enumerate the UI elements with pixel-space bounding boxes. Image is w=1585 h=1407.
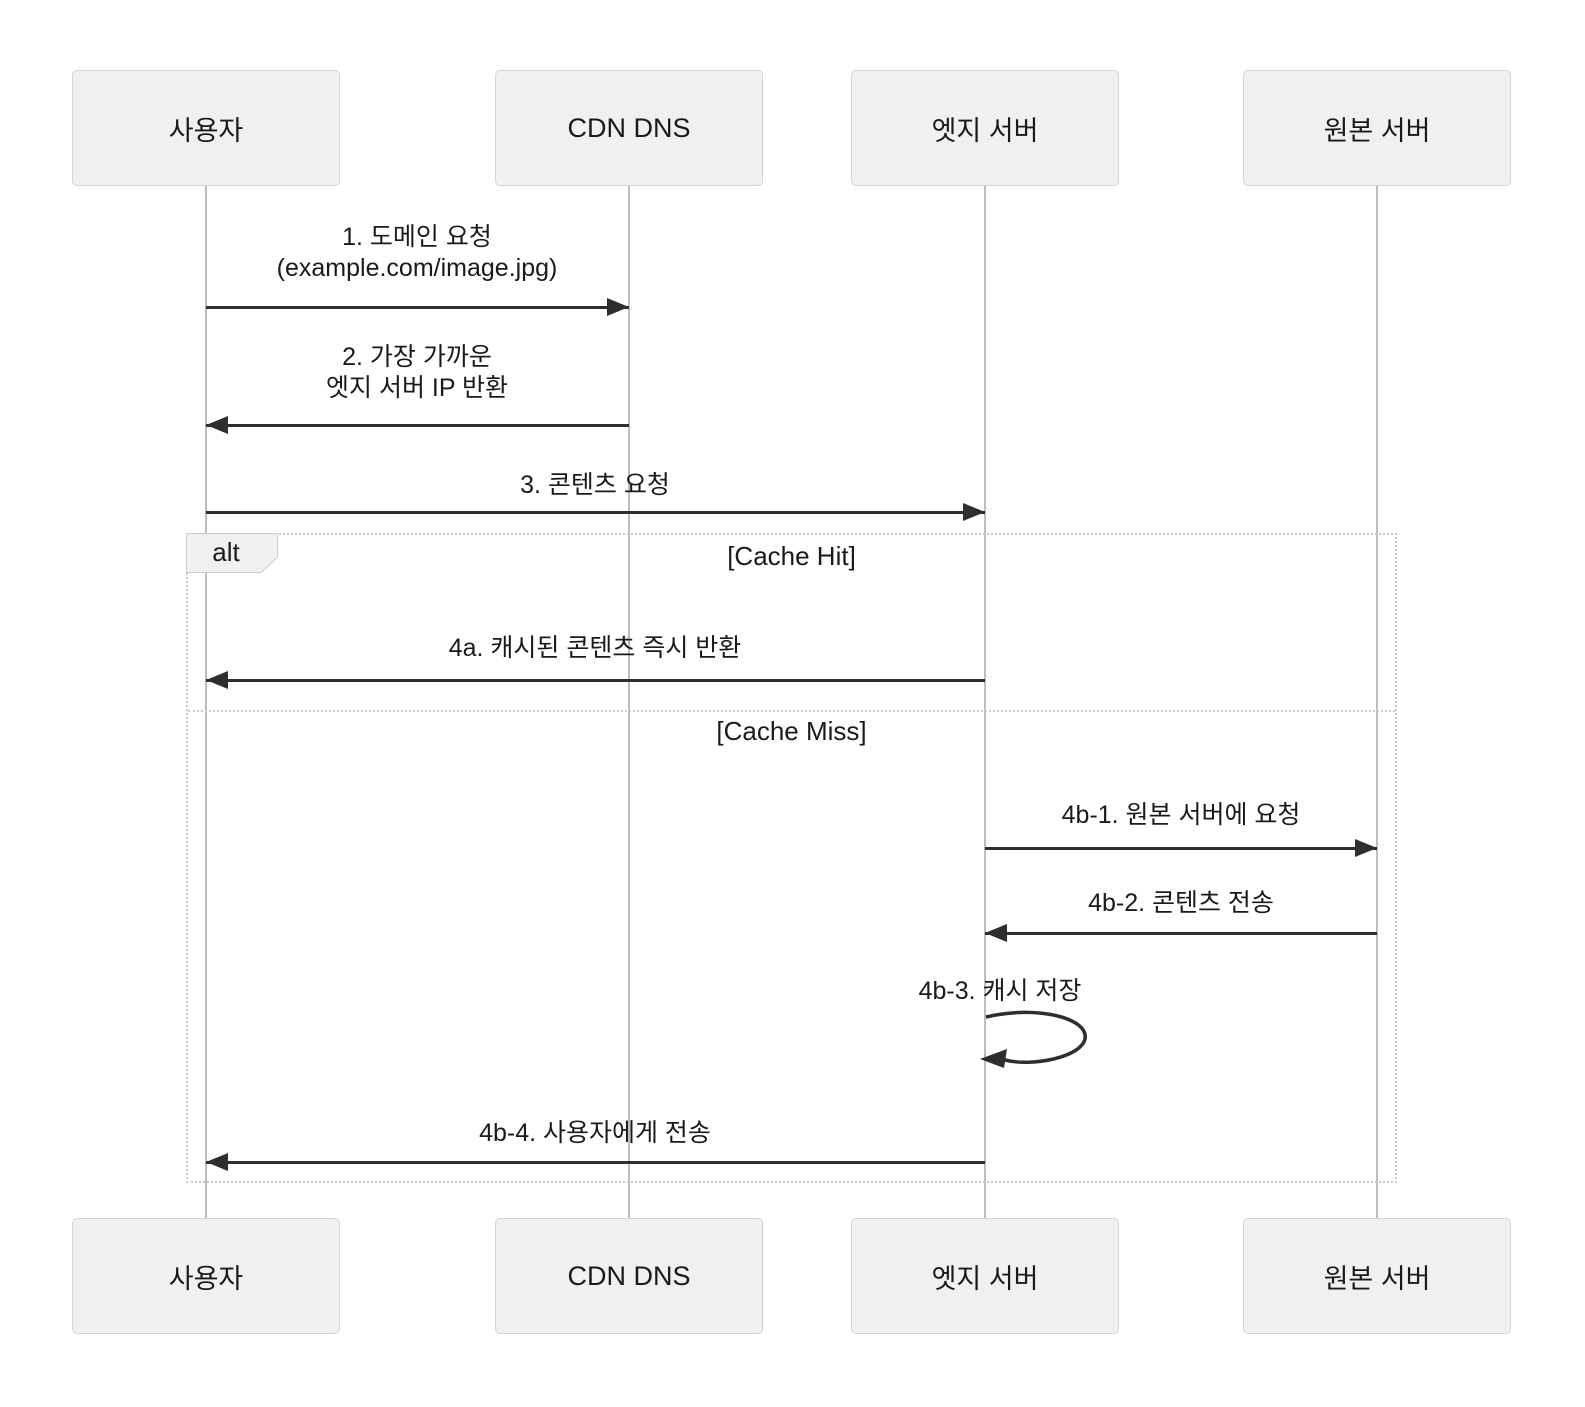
cache-miss-condition-label: [Cache Miss]: [716, 716, 867, 746]
message-4b4-label: 4b-4. 사용자에게 전송: [479, 1119, 711, 1147]
arrowhead-left-icon: [206, 1153, 228, 1171]
arrowhead-right-icon: [607, 298, 629, 316]
message-4b3-label: 4b-3. 캐시 저장: [918, 977, 1082, 1005]
actor-user-top: 사용자: [72, 70, 340, 186]
alt-fragment-frame: alt: [186, 533, 1397, 1183]
lifeline-cdn-dns: [628, 186, 630, 1218]
actor-origin-server-bottom: 원본 서버: [1243, 1218, 1511, 1334]
arrowhead-left-icon: [206, 416, 228, 434]
actor-edge-server-top: 엣지 서버: [851, 70, 1119, 186]
message-4b1-arrow: [985, 839, 1377, 857]
arrowhead-right-icon: [1355, 839, 1377, 857]
message-4a-arrow: [206, 671, 985, 689]
actor-edge-server-bottom: 엣지 서버: [851, 1218, 1119, 1334]
alt-operator-label: alt: [212, 537, 240, 567]
arrowhead-left-icon: [985, 924, 1007, 942]
message-2-arrow: [206, 416, 629, 434]
actor-origin-server-top: 원본 서버: [1243, 70, 1511, 186]
self-loop-arrow: [980, 1010, 1087, 1068]
message-4a-label: 4a. 캐시된 콘텐츠 즉시 반환: [448, 634, 742, 662]
actor-cdn-dns-bottom: CDN DNS: [495, 1218, 763, 1334]
lifeline-user: [205, 186, 207, 1218]
arrowhead-right-icon: [963, 503, 985, 521]
arrowhead-left-icon: [980, 1049, 1007, 1068]
message-3-arrow: [206, 503, 985, 521]
message-4b1-label: 4b-1. 원본 서버에 요청: [1061, 801, 1301, 829]
alt-operator-tab: alt: [186, 533, 278, 573]
alt-section-divider: [188, 710, 1395, 712]
message-4b4-arrow: [206, 1153, 985, 1171]
message-4b2-arrow: [985, 924, 1377, 942]
message-3-label: 3. 콘텐츠 요청: [520, 471, 670, 499]
lifeline-edge-server: [984, 186, 986, 1218]
message-2-label: 2. 가장 가까운 엣지 서버 IP 반환: [325, 343, 509, 402]
actor-cdn-dns-top: CDN DNS: [495, 70, 763, 186]
cache-hit-condition-label: [Cache Hit]: [727, 541, 856, 571]
arrowhead-left-icon: [206, 671, 228, 689]
message-4b2-label: 4b-2. 콘텐츠 전송: [1088, 889, 1274, 917]
message-1-arrow: [206, 298, 629, 316]
lifeline-origin-server: [1376, 186, 1378, 1218]
actor-user-bottom: 사용자: [72, 1218, 340, 1334]
message-1-label: 1. 도메인 요청 (example.com/image.jpg): [276, 223, 558, 282]
